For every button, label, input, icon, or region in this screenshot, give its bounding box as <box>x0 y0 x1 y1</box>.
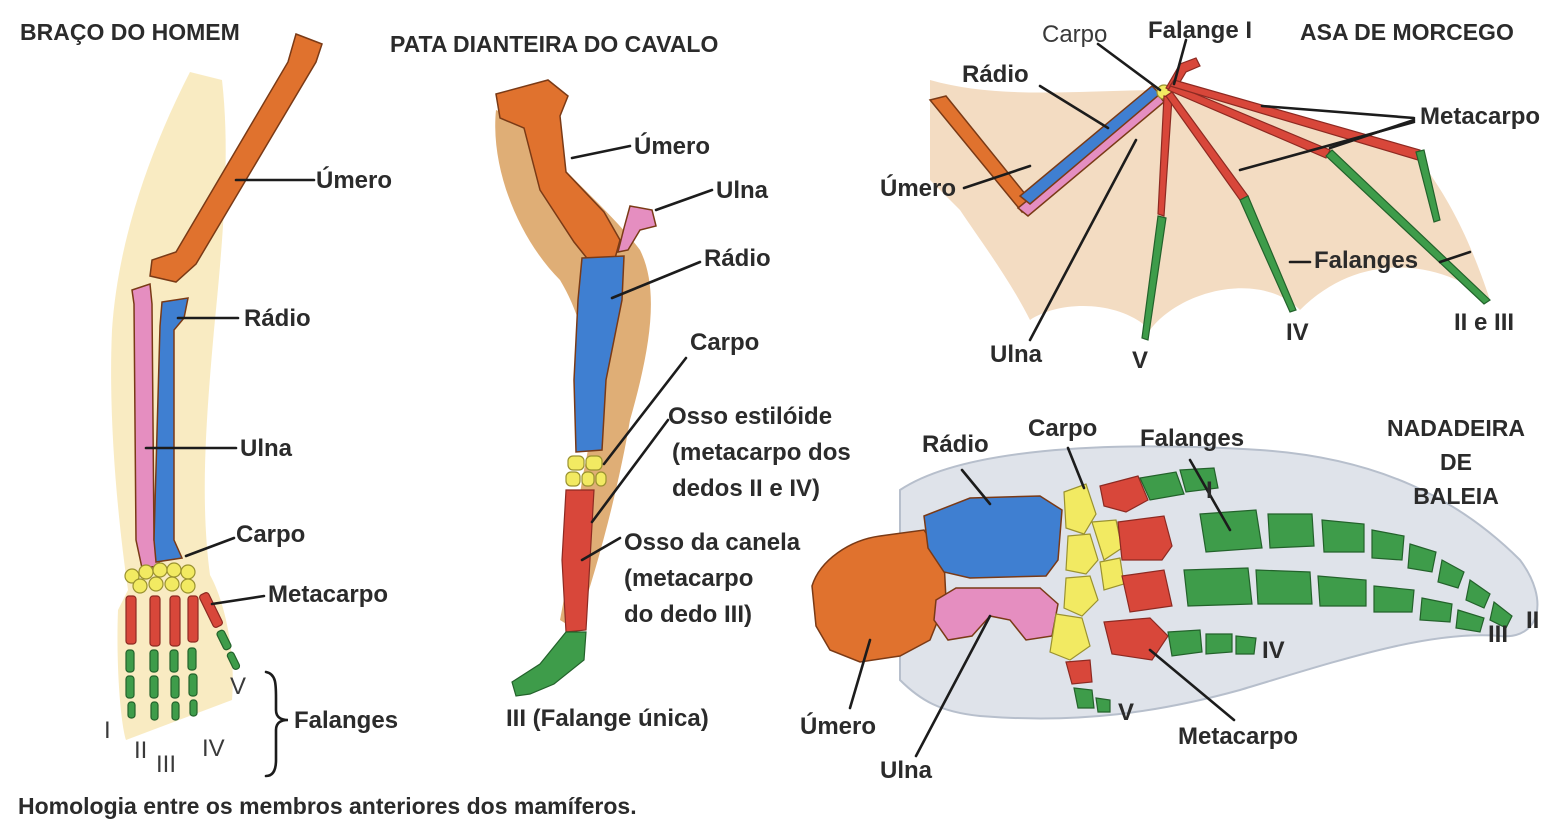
horse-label-canela-1: Osso da canela <box>624 529 801 556</box>
horse-label-ulna: Ulna <box>716 177 769 204</box>
horse-phalanx <box>512 632 586 696</box>
title-whale-2: DE <box>1440 449 1472 475</box>
bat-label-metacarpo: Metacarpo <box>1420 103 1540 130</box>
whale-radius <box>924 496 1062 578</box>
human-digit-v: V <box>230 673 246 700</box>
whale-digit-i: I <box>1206 477 1213 504</box>
bat-label-ulna: Ulna <box>990 341 1043 368</box>
human-digit-ii: II <box>134 737 147 764</box>
figure-caption: Homologia entre os membros anteriores do… <box>18 793 637 819</box>
human-digit-iv: IV <box>202 735 225 762</box>
bat-label-falanges: Falanges <box>1314 247 1418 274</box>
human-label-falanges: Falanges <box>294 707 398 734</box>
horse-label-carpo: Carpo <box>690 329 759 356</box>
whale-digit-v: V <box>1118 699 1134 726</box>
human-label-carpo: Carpo <box>236 521 305 548</box>
human-label-ulna: Ulna <box>240 435 293 462</box>
whale-digit-iii: III <box>1488 621 1508 648</box>
horse-label-umero: Úmero <box>634 132 710 160</box>
human-digit-iii: III <box>156 751 176 778</box>
whale-label-falanges: Falanges <box>1140 425 1244 452</box>
horse-label-estiloide-1: Osso estilóide <box>668 403 832 430</box>
title-whale-3: BALEIA <box>1413 483 1499 509</box>
bat-label-umero: Úmero <box>880 174 956 202</box>
human-label-radio: Rádio <box>244 305 311 332</box>
horse-label-canela-2: (metacarpo <box>624 565 753 592</box>
horse-label-radio: Rádio <box>704 245 771 272</box>
horse-label-falange-unica: III (Falange única) <box>506 705 709 732</box>
whale-digit-ii: II <box>1526 607 1539 634</box>
whale-label-radio: Rádio <box>922 431 989 458</box>
human-arm <box>111 34 322 776</box>
whale-digit-iv: IV <box>1262 637 1285 664</box>
horse-cannon-bone <box>562 490 594 632</box>
whale-humerus <box>812 530 946 662</box>
human-label-metacarpo: Metacarpo <box>268 581 388 608</box>
bat-label-radio: Rádio <box>962 61 1029 88</box>
whale-label-umero: Úmero <box>800 712 876 740</box>
horse-label-estiloide-2: (metacarpo dos <box>672 439 851 466</box>
bat-digit-v: V <box>1132 347 1148 374</box>
title-bat: ASA DE MORCEGO <box>1300 19 1514 45</box>
bat-label-carpo: Carpo <box>1042 21 1107 48</box>
human-label-umero: Úmero <box>316 166 392 194</box>
whale-label-metacarpo: Metacarpo <box>1178 723 1298 750</box>
human-digit-i: I <box>104 717 111 744</box>
human-falanges-brace <box>266 672 288 776</box>
horse-label-estiloide-3: dedos II e IV) <box>672 475 820 502</box>
title-human: BRAÇO DO HOMEM <box>20 19 240 45</box>
bat-label-falange-i: Falange I <box>1148 17 1252 44</box>
horse-label-canela-3: do dedo III) <box>624 601 752 628</box>
horse-ulna <box>618 206 656 252</box>
title-horse: PATA DIANTEIRA DO CAVALO <box>390 31 718 57</box>
whale-label-ulna: Ulna <box>880 757 933 784</box>
bat-wing <box>930 58 1490 340</box>
bat-digit-iv: IV <box>1286 319 1309 346</box>
bat-digit-ii-iii: II e III <box>1454 309 1514 336</box>
whale-label-carpo: Carpo <box>1028 415 1097 442</box>
title-whale-1: NADADEIRA <box>1387 415 1525 441</box>
